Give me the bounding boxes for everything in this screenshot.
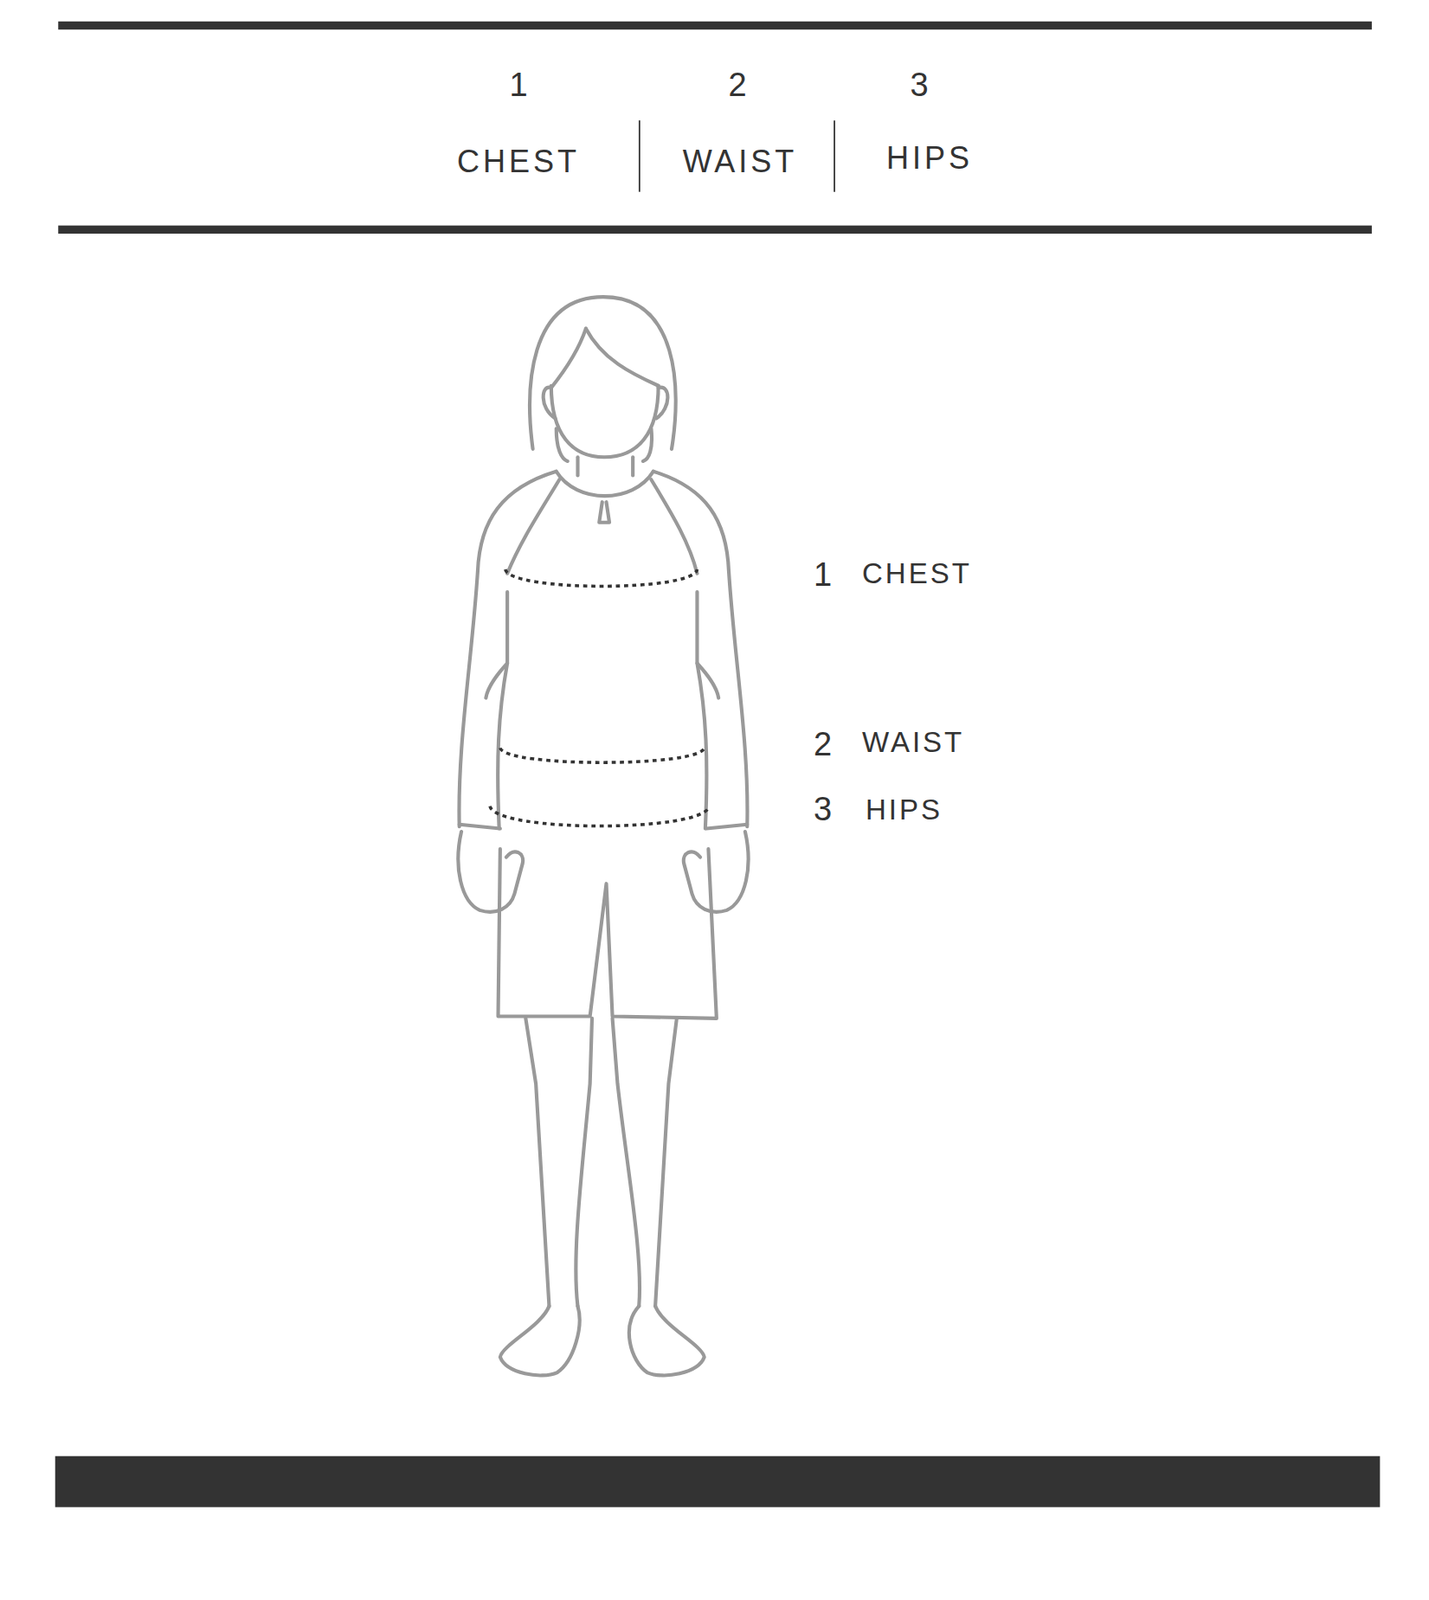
callout-number: 1	[508, 68, 528, 102]
measurement-heading: WAIST	[682, 146, 799, 178]
child-figure	[457, 296, 748, 1376]
top-rule	[57, 21, 1372, 30]
callout-number: 1	[813, 558, 832, 592]
measurement-label: CHEST	[862, 559, 972, 588]
measurement-lines	[489, 569, 710, 827]
measurement-heading: HIPS	[886, 142, 973, 174]
callout-number: 3	[909, 68, 928, 102]
callout-number: 3	[813, 792, 832, 826]
header-rule	[57, 225, 1372, 234]
column-divider	[833, 120, 836, 193]
measurement-label: HIPS	[865, 795, 943, 824]
measurement-label: WAIST	[862, 727, 965, 757]
column-divider	[638, 120, 641, 193]
bottom-bar	[55, 1456, 1381, 1508]
callout-number: 2	[813, 727, 832, 761]
measurement-heading: CHEST	[457, 146, 580, 178]
callout-number: 2	[727, 68, 747, 102]
